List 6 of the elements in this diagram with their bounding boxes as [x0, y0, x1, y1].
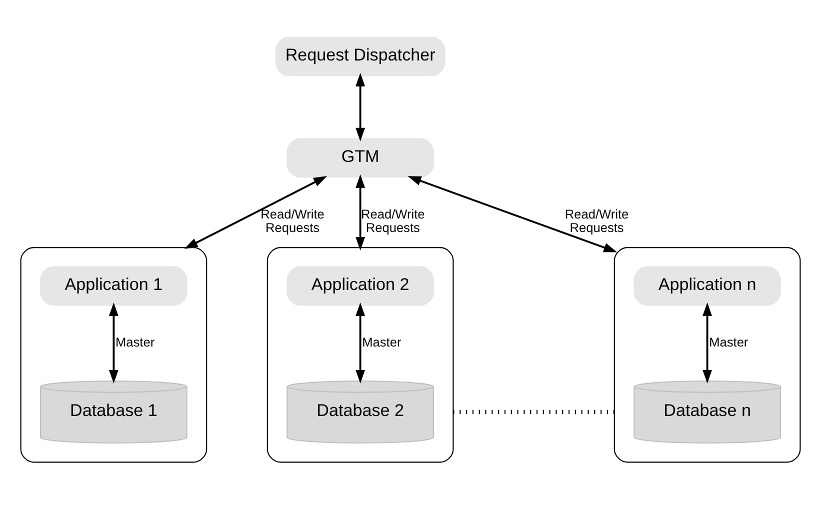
edge-label: Read/Write Requests: [360, 206, 425, 235]
edge-label: Read/Write Requests: [260, 206, 324, 235]
edge-label: Read/Write Requests: [564, 206, 629, 235]
edge-label: Master: [362, 334, 402, 349]
edge-label: Master: [115, 334, 155, 349]
edge-label: Master: [709, 334, 748, 349]
